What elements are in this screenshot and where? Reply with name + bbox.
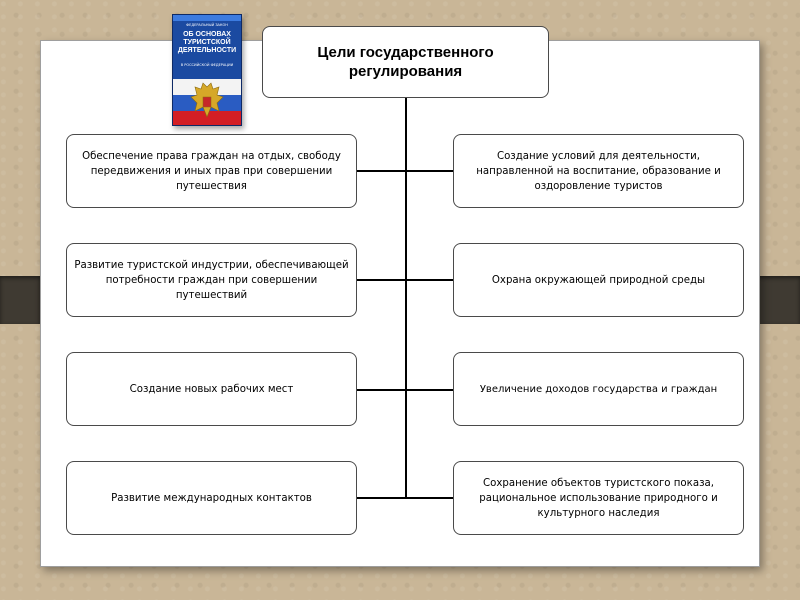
connector-row-2 [357,279,453,281]
trunk-line [405,98,407,498]
goal-box-right-1: Создание условий для деятельности, напра… [453,134,744,208]
left-dark-band [0,276,40,324]
connector-row-4 [357,497,453,499]
connector-row-1 [357,170,453,172]
main-goal-title: Цели государственного регулирования [262,26,549,98]
goal-box-right-4: Сохранение объектов туристского показа, … [453,461,744,535]
law-book-cover: ФЕДЕРАЛЬНЫЙ ЗАКОН ОБ ОСНОВАХ ТУРИСТСКОЙ … [172,14,242,126]
double-headed-eagle-icon [190,82,224,118]
goal-box-left-1: Обеспечение права граждан на отдых, своб… [66,134,357,208]
goal-box-right-3: Увеличение доходов государства и граждан [453,352,744,426]
goal-box-right-2: Охрана окружающей природной среды [453,243,744,317]
goal-box-left-2: Развитие туристской индустрии, обеспечив… [66,243,357,317]
book-title: ОБ ОСНОВАХ ТУРИСТСКОЙ ДЕЯТЕЛЬНОСТИ [177,31,237,54]
goal-box-left-3: Создание новых рабочих мест [66,352,357,426]
book-header: ФЕДЕРАЛЬНЫЙ ЗАКОН [186,23,228,27]
connector-row-3 [357,389,453,391]
book-subtitle: В РОССИЙСКОЙ ФЕДЕРАЦИИ [180,63,234,67]
goal-box-left-4: Развитие международных контактов [66,461,357,535]
